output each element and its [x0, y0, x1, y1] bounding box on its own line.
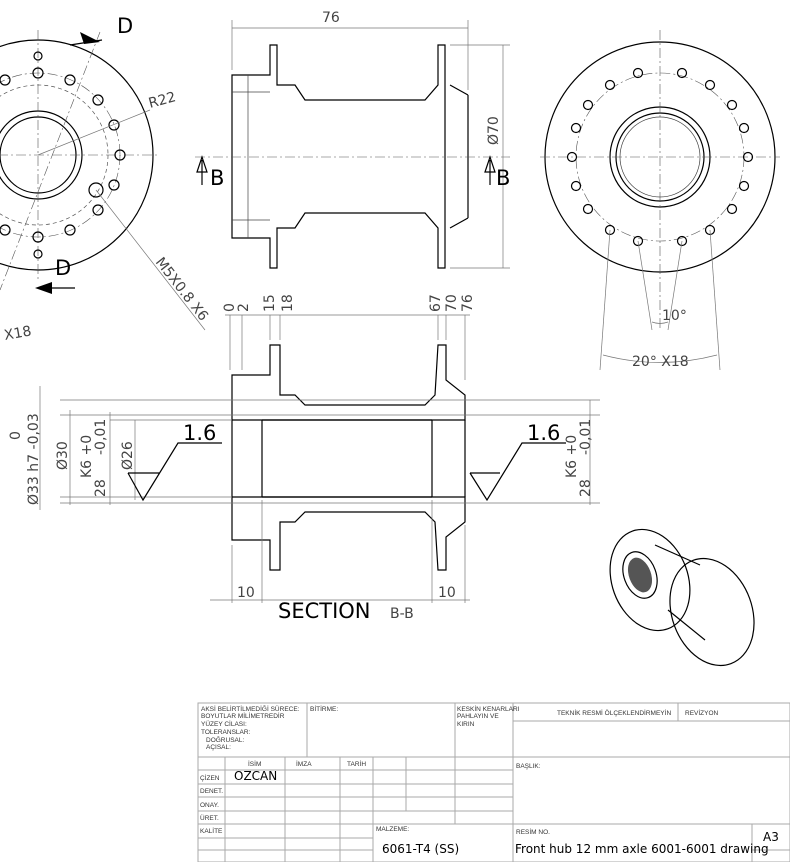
- svg-text:15: 15: [262, 294, 278, 312]
- svg-text:K6 +0: K6 +0: [79, 435, 95, 478]
- left-end-view: R22 M5X0.8 X6 X18 D D: [0, 14, 211, 344]
- isometric-view: [609, 528, 755, 667]
- svg-text:K6 +0: K6 +0: [564, 435, 580, 478]
- svg-text:76: 76: [460, 294, 476, 312]
- svg-text:-0,01: -0,01: [578, 419, 594, 455]
- title-label: BAŞLIK:: [516, 763, 541, 770]
- angle-10-label: 10°: [662, 308, 687, 324]
- svg-text:DENET.: DENET.: [200, 788, 223, 795]
- sheet-size: A3: [763, 830, 779, 844]
- svg-text:28: 28: [93, 479, 109, 497]
- angle-pattern-label: 20° X18: [632, 354, 689, 370]
- section-mark-b-left: B: [210, 166, 224, 190]
- svg-text:67: 67: [428, 294, 444, 312]
- section-left-dimensions: 0 Ø33 h7 -0,03 Ø30 K6 +0 -0,01 28 Ø26: [8, 413, 136, 505]
- svg-text:70: 70: [444, 294, 460, 312]
- roughness-symbol-right: 1.6: [469, 421, 566, 502]
- svg-text:Ø33 h7 -0,03: Ø33 h7 -0,03: [26, 413, 42, 505]
- material-value: 6061-T4 (SS): [382, 842, 459, 856]
- bottom-dim-right: 10: [438, 585, 456, 601]
- diameter-dimension: Ø70: [486, 116, 502, 145]
- svg-text:YÜZEY CİLASI:: YÜZEY CİLASI:: [201, 719, 247, 728]
- svg-text:-0,01: -0,01: [93, 419, 109, 455]
- svg-text:ÇİZEN: ÇİZEN: [200, 773, 220, 782]
- material-label: MALZEME:: [376, 826, 409, 833]
- svg-text:ONAY.: ONAY.: [200, 802, 219, 809]
- bolt-holes: [0, 51, 126, 259]
- section-mark-b-right: B: [496, 166, 510, 190]
- radius-label: R22: [147, 89, 178, 112]
- svg-text:İSİM: İSİM: [248, 759, 261, 768]
- svg-text:PAHLAYIN VE: PAHLAYIN VE: [457, 713, 499, 720]
- svg-text:DOĞRUSAL:: DOĞRUSAL:: [206, 735, 244, 744]
- section-title: SECTION: [278, 599, 371, 623]
- svg-text:TOLERANSLAR:: TOLERANSLAR:: [201, 729, 251, 736]
- drawn-by-name: OZCAN: [234, 769, 277, 783]
- finish-label: BİTİRME:: [310, 704, 338, 713]
- svg-text:Ø30: Ø30: [55, 441, 71, 470]
- right-end-view: 10° 20° X18: [540, 30, 780, 371]
- svg-text:ÜRET.: ÜRET.: [200, 814, 219, 822]
- svg-text:KIRIN: KIRIN: [457, 721, 475, 728]
- svg-text:1.6: 1.6: [183, 421, 216, 445]
- svg-text:Ø26: Ø26: [120, 441, 136, 470]
- no-scale-note: TEKNİK RESMİ ÖLÇEKLENDİRMEYİN: [557, 708, 671, 717]
- svg-text:18: 18: [280, 294, 296, 312]
- section-top-dimensions: 0 2 15 18 67 70 76: [222, 294, 476, 380]
- svg-text:AÇISAL:: AÇISAL:: [206, 744, 231, 751]
- svg-text:1.6: 1.6: [527, 421, 560, 445]
- length-dimension: 76: [322, 10, 340, 26]
- title-block-grid: [198, 757, 513, 862]
- section-right-dimensions: K6 +0 -0,01 28: [564, 400, 594, 505]
- angle-label: X18: [3, 323, 33, 344]
- svg-text:KESKİN KENARLARI: KESKİN KENARLARI: [457, 704, 520, 713]
- title-block: AKSİ BELİRTİLMEDİĞİ SÜRECE: BOYUTLAR MİL…: [197, 702, 790, 862]
- section-mark-d-bottom: D: [55, 256, 71, 280]
- svg-text:0: 0: [222, 303, 238, 312]
- revision-label: REVİZYON: [685, 708, 719, 717]
- svg-text:0: 0: [8, 431, 24, 440]
- svg-text:AKSİ BELİRTİLMEDİĞİ SÜRECE:: AKSİ BELİRTİLMEDİĞİ SÜRECE:: [201, 704, 300, 713]
- svg-text:2: 2: [236, 303, 252, 312]
- section-view: 0 2 15 18 67 70 76 0 Ø33 h7 -0,03 Ø30 K6…: [8, 294, 600, 623]
- front-view: 76 Ø70 B B: [195, 10, 510, 269]
- svg-text:28: 28: [578, 479, 594, 497]
- svg-text:TARİH: TARİH: [347, 759, 366, 768]
- drawing-no-label: RESİM NO.: [516, 827, 550, 836]
- thread-label: M5X0.8 X6: [152, 255, 211, 325]
- svg-text:KALİTE: KALİTE: [200, 826, 223, 835]
- drawing-no-value: Front hub 12 mm axle 6001-6001 drawing: [515, 842, 769, 856]
- bottom-dim-left: 10: [237, 585, 255, 601]
- svg-text:İMZA: İMZA: [296, 759, 312, 768]
- bolt-holes: [566, 67, 754, 247]
- section-title-suffix: B-B: [390, 606, 414, 622]
- roughness-symbol-left: 1.6: [127, 421, 222, 502]
- section-mark-d-top: D: [117, 14, 133, 38]
- svg-text:BOYUTLAR MİLİMETREDİR: BOYUTLAR MİLİMETREDİR: [201, 711, 285, 720]
